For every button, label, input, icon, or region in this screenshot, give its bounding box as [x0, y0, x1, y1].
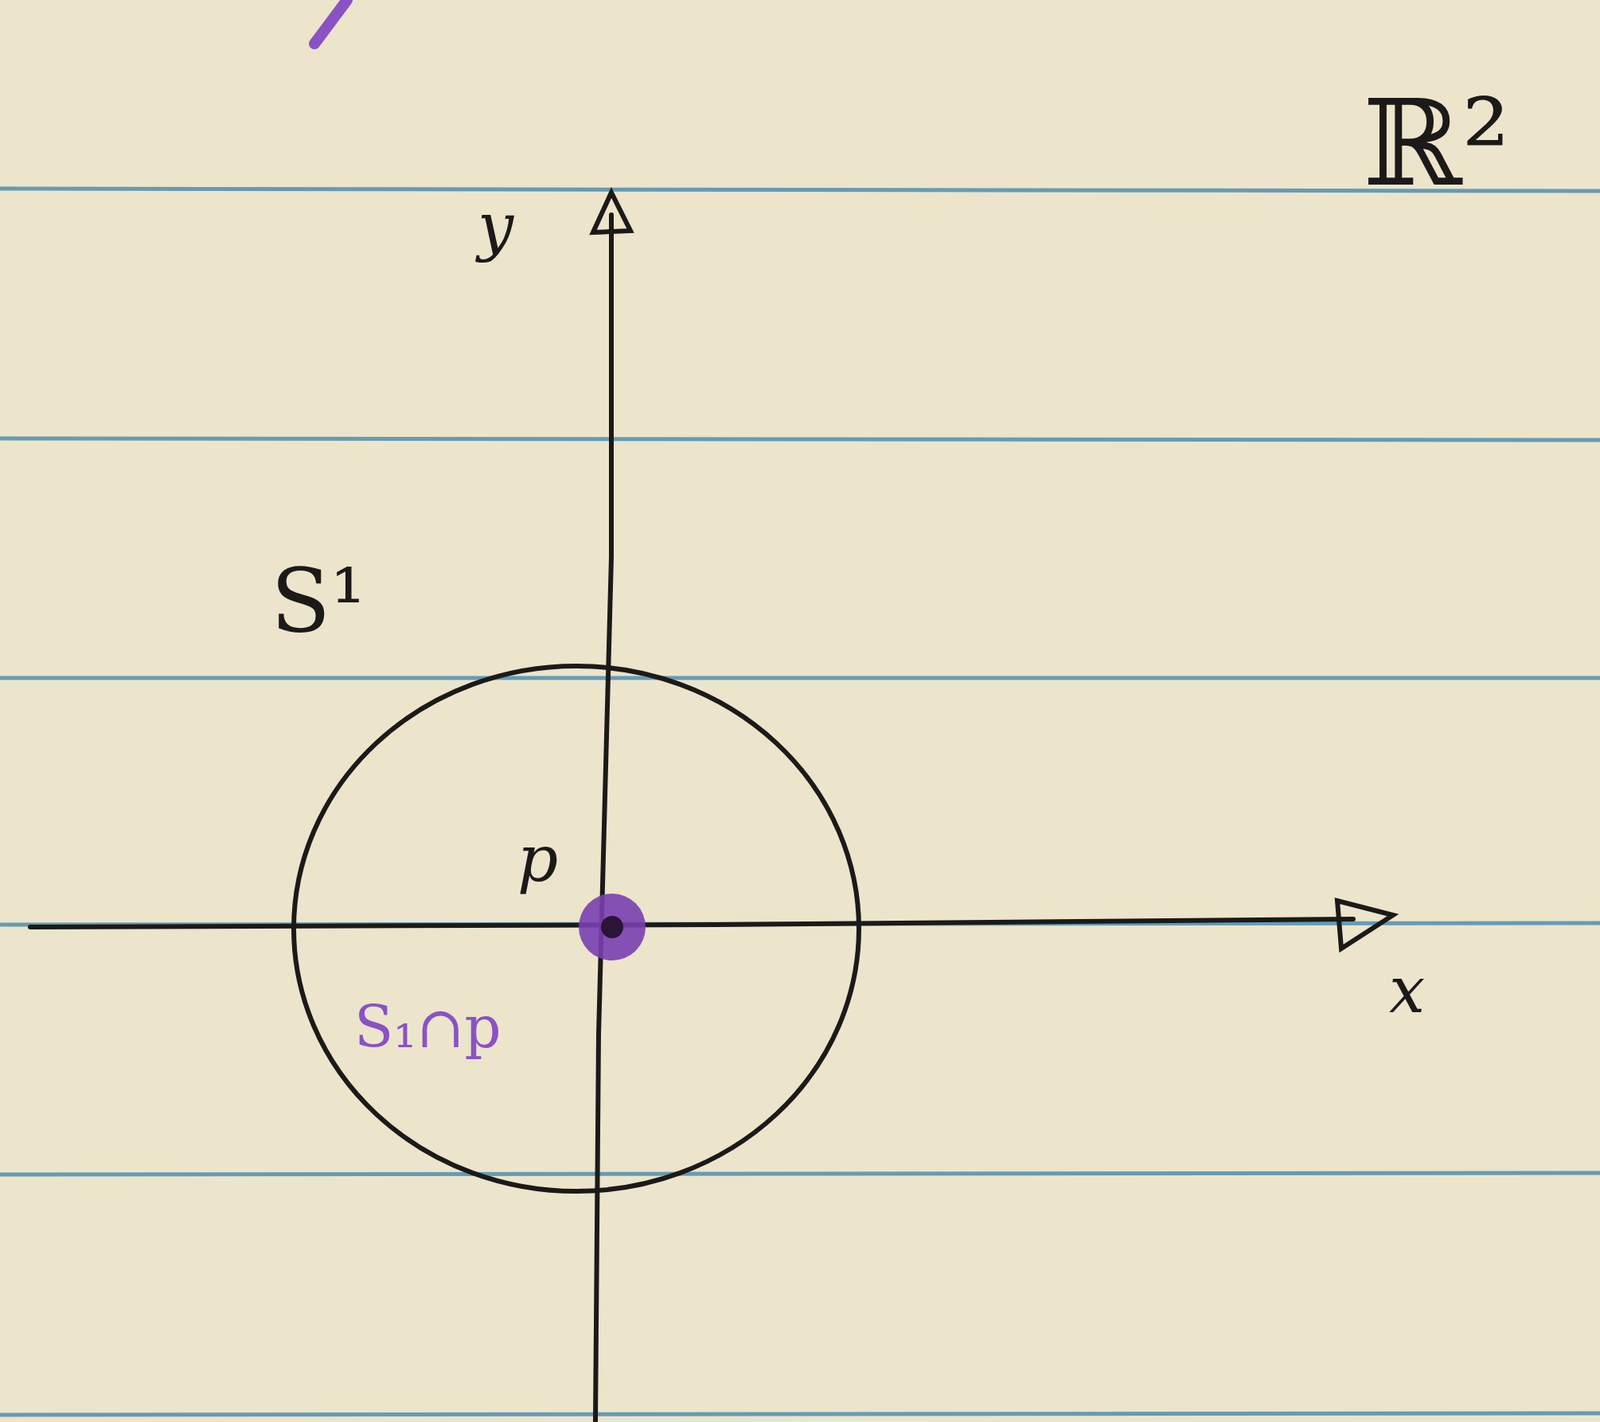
- circle-s1: [293, 666, 859, 1192]
- x-axis: [30, 919, 1354, 928]
- intersection-label: S₁∩p: [354, 999, 502, 1057]
- axis-label: x: [1389, 959, 1425, 1023]
- axes: [30, 192, 1394, 1422]
- axis-label: y: [477, 195, 514, 259]
- ruled-lines: [0, 188, 1600, 1416]
- y-axis: [595, 214, 612, 1422]
- point-p: [578, 893, 646, 961]
- circle-label: S¹: [270, 557, 366, 645]
- space-label: ℝ²: [1362, 83, 1511, 203]
- point-p-core: [600, 916, 624, 939]
- purple-stroke: [314, 0, 348, 44]
- point-label: p: [517, 827, 559, 892]
- y-arrowhead: [593, 192, 631, 233]
- x-arrowhead: [1337, 901, 1394, 949]
